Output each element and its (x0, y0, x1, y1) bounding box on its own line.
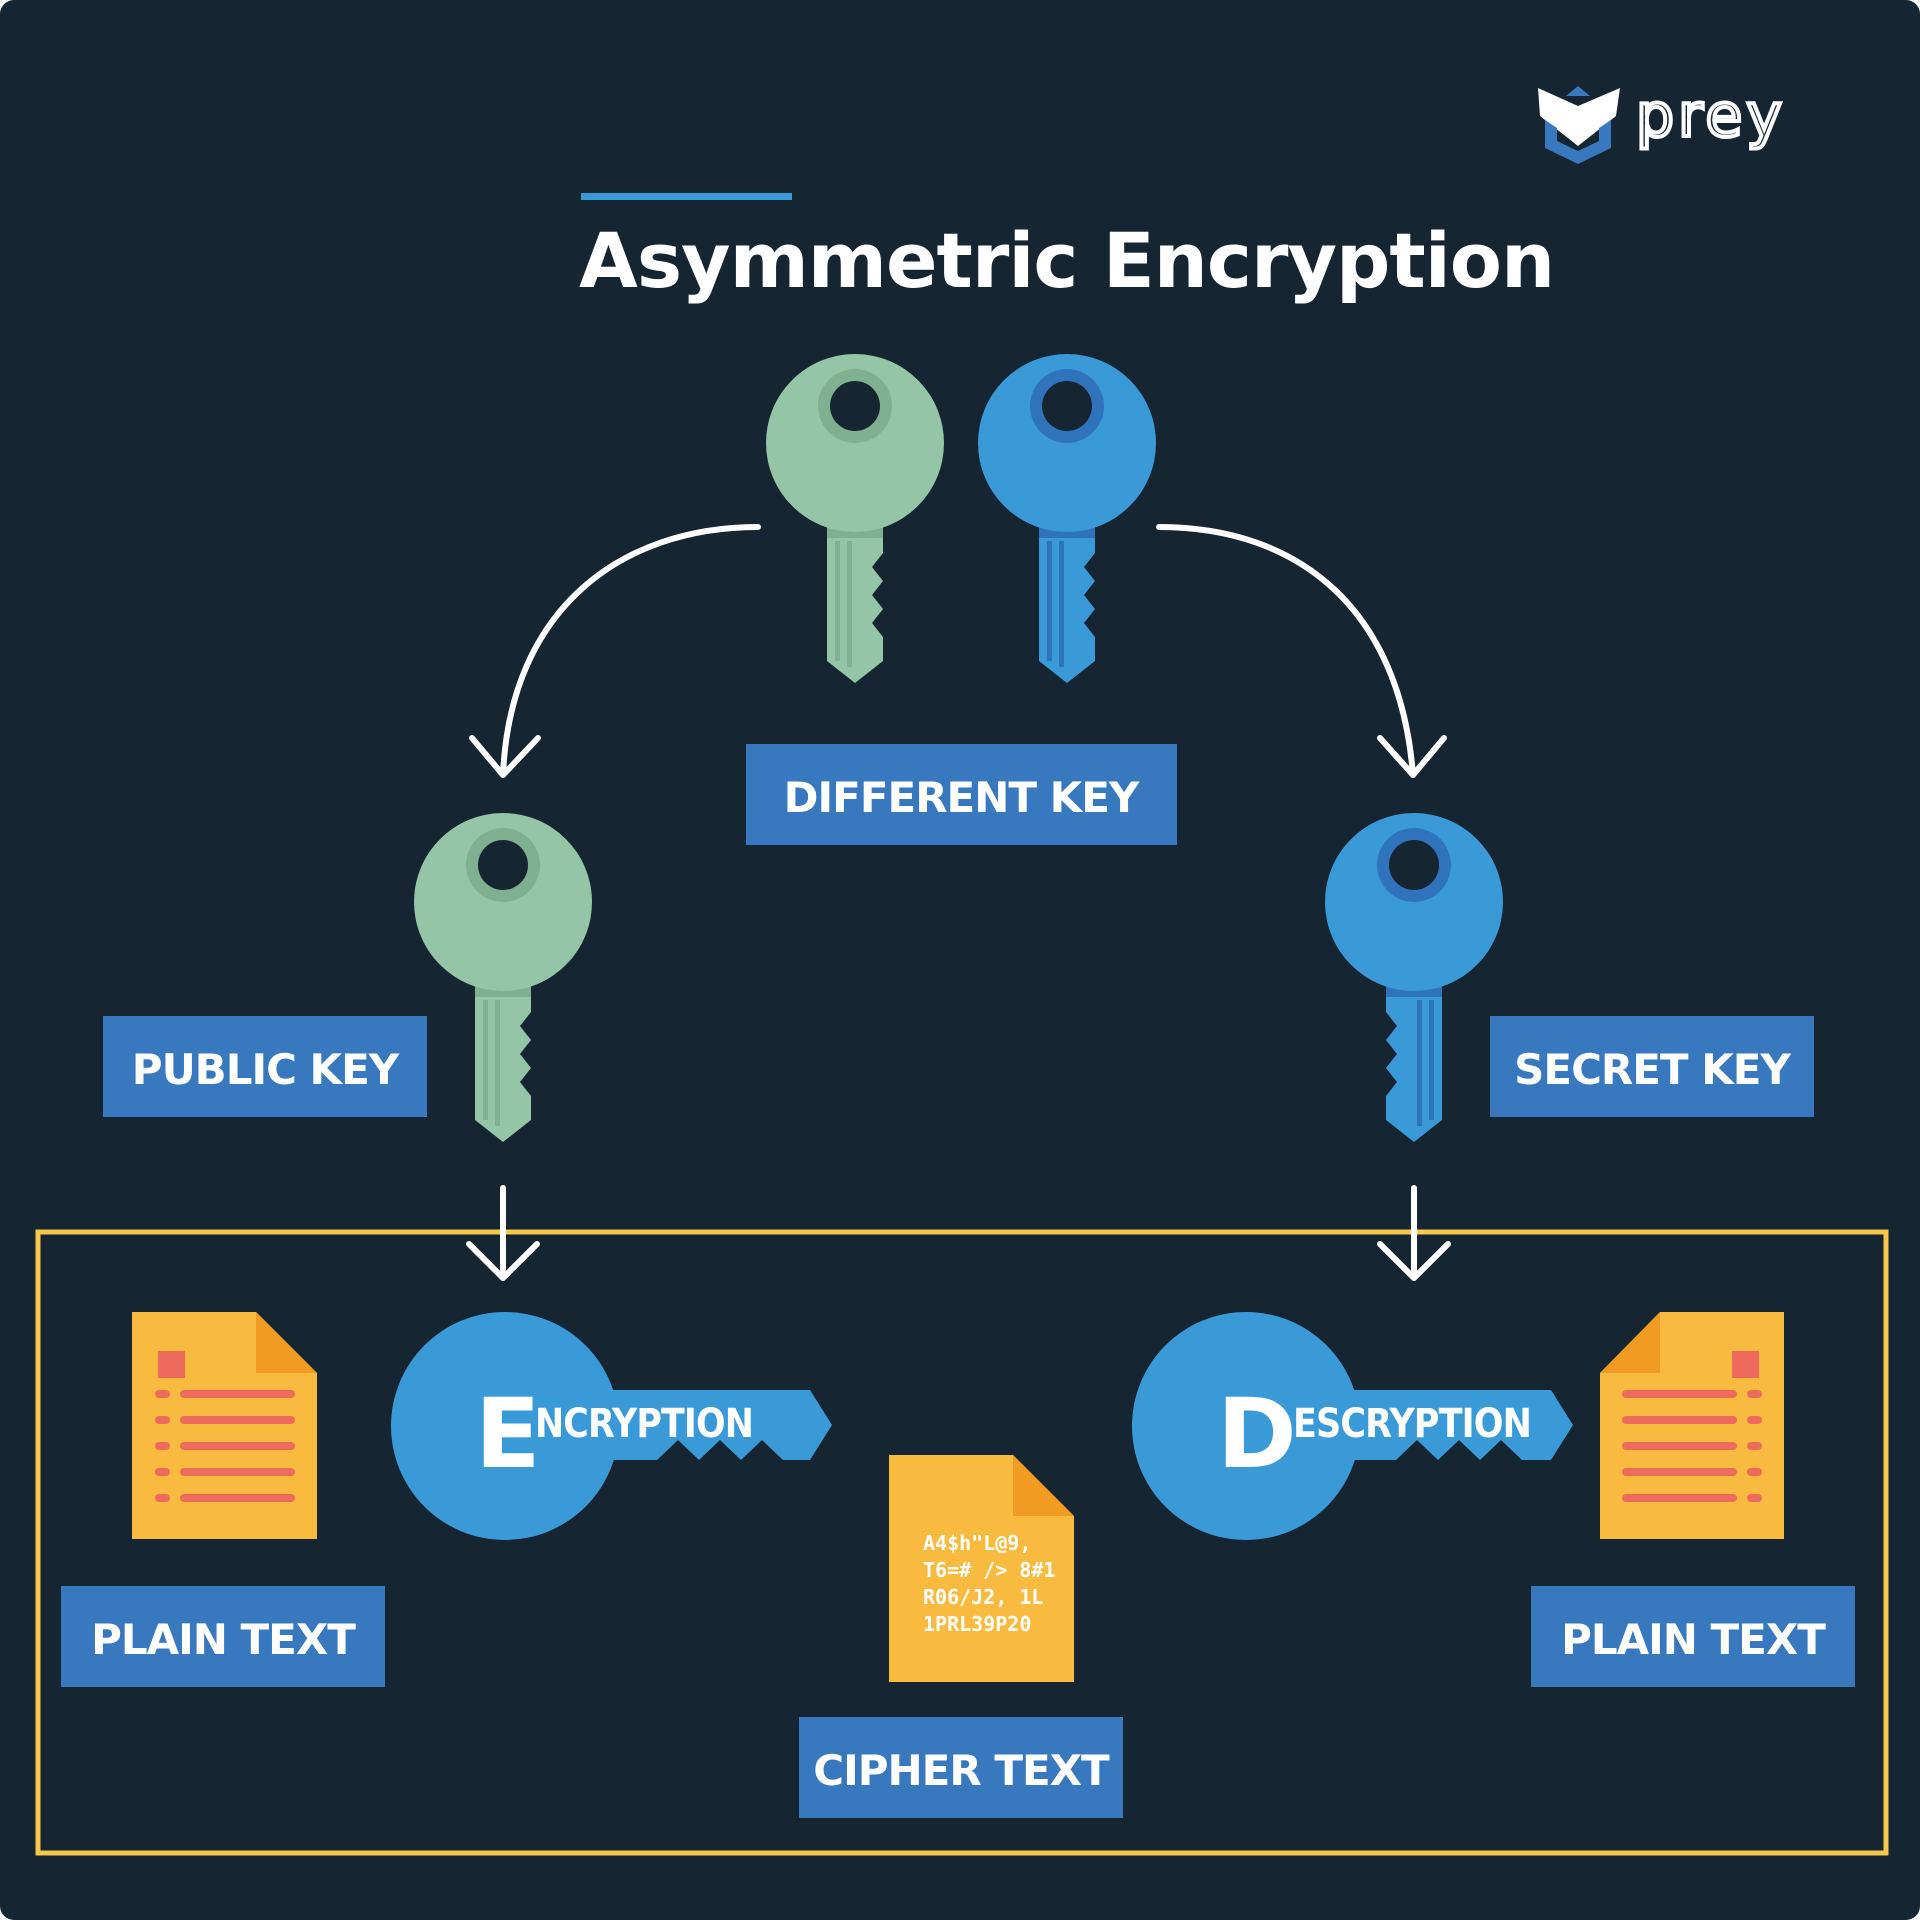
cipher-text-label-box (799, 1717, 1123, 1818)
prey-logo-text: prey (1636, 81, 1786, 151)
arrow-icon (1377, 1185, 1451, 1281)
arrow-icon (469, 524, 761, 778)
arrow-icon (1156, 524, 1447, 778)
decryption-initial: D (1217, 1378, 1297, 1490)
cipher-line: 1PRL39P20 (923, 1612, 1031, 1636)
different-key-label-box (746, 744, 1177, 845)
arrow-icon (466, 1185, 540, 1281)
plain-text-right-label-box (1531, 1586, 1855, 1687)
plain-text-right-label: PLAIN TEXT (1561, 1615, 1826, 1664)
page-title: Asymmetric Encryption (579, 216, 1554, 305)
title-accent-line (581, 193, 792, 200)
document-icon: A4$h"L@9, T6=# /> 8#1 R06/J2, 1L 1PRL39P… (889, 1455, 1074, 1682)
public-key-label-box (103, 1016, 427, 1117)
cipher-line: T6=# /> 8#1 (923, 1558, 1055, 1582)
encryption-label: NCRYPTION (535, 1401, 753, 1447)
document-icon (132, 1312, 317, 1539)
process-frame (35, 1229, 1889, 1856)
different-key-label: DIFFERENT KEY (784, 773, 1140, 822)
blue-key-icon (978, 354, 1156, 683)
plain-text-left-label: PLAIN TEXT (91, 1615, 356, 1664)
cipher-text-label: CIPHER TEXT (813, 1746, 1110, 1795)
prey-logo: prey (1538, 79, 1786, 164)
secret-key-label-box (1490, 1016, 1814, 1117)
public-key-label: PUBLIC KEY (132, 1045, 400, 1094)
document-icon (1600, 1312, 1784, 1539)
cipher-line: R06/J2, 1L (923, 1585, 1043, 1609)
plain-text-left-label-box (61, 1586, 385, 1687)
green-key-icon (766, 354, 944, 683)
encryption-initial: E (475, 1378, 541, 1490)
green-key-icon (414, 813, 592, 1142)
encryption-key: E NCRYPTION (391, 1312, 832, 1540)
prey-logo-icon (1538, 86, 1620, 164)
secret-key-label: SECRET KEY (1514, 1045, 1791, 1094)
decryption-label: ESCRYPTION (1293, 1401, 1531, 1447)
cipher-line: A4$h"L@9, (923, 1531, 1031, 1555)
blue-key-icon (1325, 813, 1503, 1142)
decryption-key: D ESCRYPTION (1132, 1312, 1573, 1540)
